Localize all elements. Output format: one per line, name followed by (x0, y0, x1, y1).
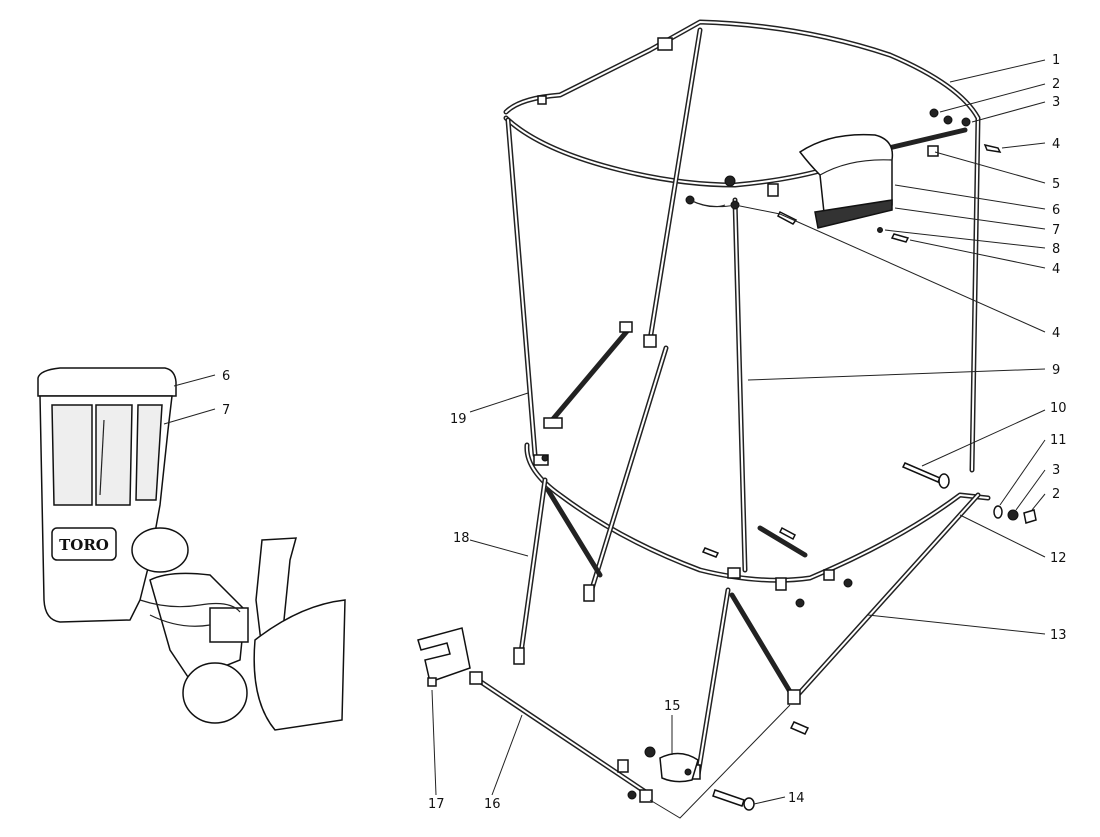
callout-9: 9 (1052, 363, 1060, 378)
callout-16: 16 (484, 797, 501, 812)
callout-19: 19 (450, 412, 467, 427)
callout-10: 10 (1050, 401, 1067, 416)
inset-callout-6: 6 (222, 369, 230, 384)
callout-11: 11 (1050, 433, 1067, 448)
callout-labels: 1 2 3 4 5 6 7 8 4 4 9 10 11 3 2 12 13 14… (222, 53, 1067, 812)
callout-2: 2 (1052, 77, 1060, 92)
callout-1: 1 (1052, 53, 1060, 68)
callout-4-third: 4 (1052, 326, 1060, 341)
callout-17: 17 (428, 797, 445, 812)
callout-2-second: 2 (1052, 487, 1060, 502)
callout-14: 14 (788, 791, 805, 806)
inset-callout-7: 7 (222, 403, 230, 418)
callout-13: 13 (1050, 628, 1067, 643)
callout-7: 7 (1052, 223, 1060, 238)
callout-3: 3 (1052, 95, 1060, 110)
inset-snowthrower-illustration: TORO (37, 367, 346, 731)
callout-12: 12 (1050, 551, 1067, 566)
toro-logo-text: TORO (59, 536, 109, 554)
clamp-15 (659, 752, 699, 783)
callout-6: 6 (1052, 203, 1060, 218)
mounting-bracket-17 (417, 627, 471, 683)
hardware-parts (417, 37, 1037, 811)
leader-lines (163, 59, 1046, 819)
callout-18: 18 (453, 531, 470, 546)
toro-logo-plate (51, 527, 117, 561)
cab-frame-assembly (472, 19, 991, 798)
callout-8: 8 (1052, 242, 1060, 257)
callout-4-second: 4 (1052, 262, 1060, 277)
callout-3-second: 3 (1052, 463, 1060, 478)
callout-5: 5 (1052, 177, 1060, 192)
callout-4: 4 (1052, 137, 1060, 152)
callout-15: 15 (664, 699, 681, 714)
